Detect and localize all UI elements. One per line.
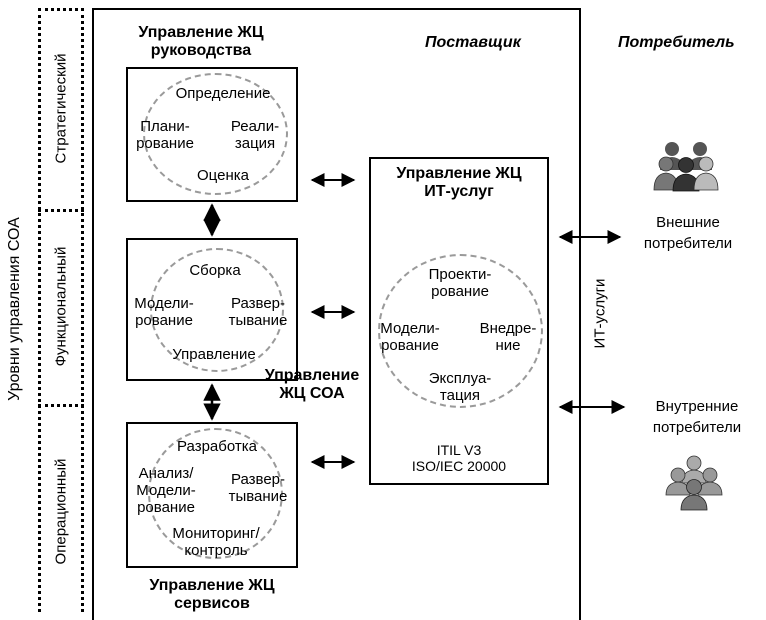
person-mid-right <box>697 467 723 496</box>
external-consumers-2: потребители <box>643 235 733 252</box>
person-bottom <box>680 479 708 511</box>
svc-title-1: Управление ЖЦ <box>149 577 275 594</box>
it-top-2: рование <box>431 283 489 300</box>
svc-bottom-1: Мониторинг/ <box>172 525 260 542</box>
it-right-2: ние <box>495 337 521 354</box>
it-bottom-2: тация <box>439 387 481 404</box>
supplier-box <box>92 8 581 620</box>
internal-consumers-1: Внутренние <box>655 398 739 415</box>
it-standard-2: ISO/IEC 20000 <box>411 458 507 474</box>
gov-cycle-circle <box>143 73 288 195</box>
soa-right-1: Развер- <box>230 295 286 312</box>
soa-bottom: Управление <box>172 346 256 363</box>
svc-right-1: Развер- <box>230 471 286 488</box>
svc-left-1: Анализ/ <box>138 465 194 482</box>
svc-title-2: сервисов <box>174 595 250 612</box>
svc-lc-box <box>126 422 298 568</box>
it-right-1: Внедре- <box>479 320 537 337</box>
level-divider-2 <box>38 404 84 407</box>
soa-lc-box <box>126 238 298 381</box>
external-consumers-1: Внешние <box>656 214 720 231</box>
gov-top: Определение <box>175 85 271 102</box>
svc-left-3: рование <box>137 499 195 516</box>
it-title-2: ИТ-услуг <box>424 183 494 200</box>
gov-left-2: рование <box>136 135 194 152</box>
soa-left-2: рование <box>135 312 193 329</box>
people-group-icon <box>665 455 723 511</box>
soa-right-2: тывание <box>228 312 288 329</box>
gov-title-2: руководства <box>150 42 252 59</box>
person-front-left <box>653 156 679 191</box>
internal-consumers-2: потребители <box>652 419 742 436</box>
it-lc-box <box>369 157 549 485</box>
gov-left-1: Плани- <box>140 118 190 135</box>
soa-top: Сборка <box>189 262 241 279</box>
it-cycle-circle <box>378 254 543 408</box>
levels-column <box>38 8 84 612</box>
soa-cycle-circle <box>150 248 284 372</box>
it-left-2: рование <box>381 337 439 354</box>
level-divider-1 <box>38 209 84 212</box>
supplier-header: Поставщик <box>425 34 521 51</box>
svc-bottom-2: контроль <box>184 542 248 559</box>
gov-title-1: Управление ЖЦ <box>138 24 264 41</box>
people-group-icon <box>653 142 719 192</box>
it-bottom-1: Эксплуа- <box>428 370 492 387</box>
it-standard-1: ITIL V3 <box>436 442 482 458</box>
it-top-1: Проекти- <box>428 266 492 283</box>
soa-left-1: Модели- <box>134 295 194 312</box>
person-front-center <box>672 157 700 192</box>
person-front-right <box>693 156 719 191</box>
consumer-header: Потребитель <box>618 34 735 51</box>
svc-right-2: тывание <box>228 488 288 505</box>
it-left-1: Модели- <box>380 320 440 337</box>
gov-bottom: Оценка <box>197 167 249 184</box>
person-mid-left <box>665 467 691 496</box>
it-title-1: Управление ЖЦ <box>396 165 522 182</box>
gov-lc-box <box>126 67 298 202</box>
soa-title-1: Управление <box>264 367 360 384</box>
gov-right-1: Реали- <box>230 118 280 135</box>
gov-right-2: зация <box>234 135 276 152</box>
person-top <box>681 455 707 484</box>
svc-cycle-circle <box>148 428 283 559</box>
svc-left-2: Модели- <box>136 482 196 499</box>
soa-title-2: ЖЦ СОА <box>279 385 345 402</box>
svc-top: Разработка <box>177 438 257 455</box>
